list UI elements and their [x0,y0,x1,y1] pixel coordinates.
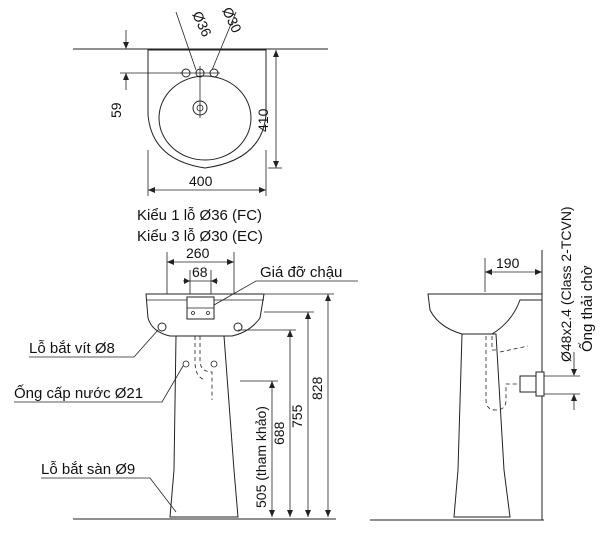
label-floor-hole: Lỗ bắt sàn Ø9 [41,461,135,478]
label-screw-hole: Lỗ bắt vít Ø8 [29,340,115,357]
dim-68: 68 [192,264,208,280]
front-screw-hole-left [157,322,167,332]
top-view: Ø36 Ø30 59 410 400 [73,5,328,196]
dim-hole-36: Ø36 [189,9,215,40]
dim-828: 828 [309,376,325,400]
dim-505: 505 (tham khảo) [253,406,269,508]
side-basin [427,293,543,337]
dim-755: 755 [289,404,305,428]
front-view: 260 68 [14,245,358,520]
top-bowl [158,75,252,161]
side-view: 190 Ø48x2.4 (Class 2-TCVN) Ống thải chờ [370,206,596,521]
dim-688: 688 [271,421,287,445]
dim-hole-30: Ø30 [219,5,245,36]
dim-190: 190 [496,255,520,271]
label-bracket: Giá đỡ chậu [260,264,342,281]
label-drain: Ống thải chờ [578,265,596,352]
front-pedestal [169,335,239,518]
dim-400: 400 [189,173,213,189]
dim-260: 260 [186,245,210,261]
front-screw-hole-right [233,322,243,332]
dim-410: 410 [255,108,271,132]
variant-1-label: Kiểu 1 lỗ Ø36 (FC) [137,207,262,224]
variant-3-label: Kiểu 3 lỗ Ø30 (EC) [137,228,263,245]
dim-pipe: Ø48x2.4 (Class 2-TCVN) [558,206,574,362]
dim-59: 59 [108,102,124,118]
label-supply-pipe: Ống cấp nước Ø21 [14,384,143,402]
side-pedestal [453,333,511,518]
